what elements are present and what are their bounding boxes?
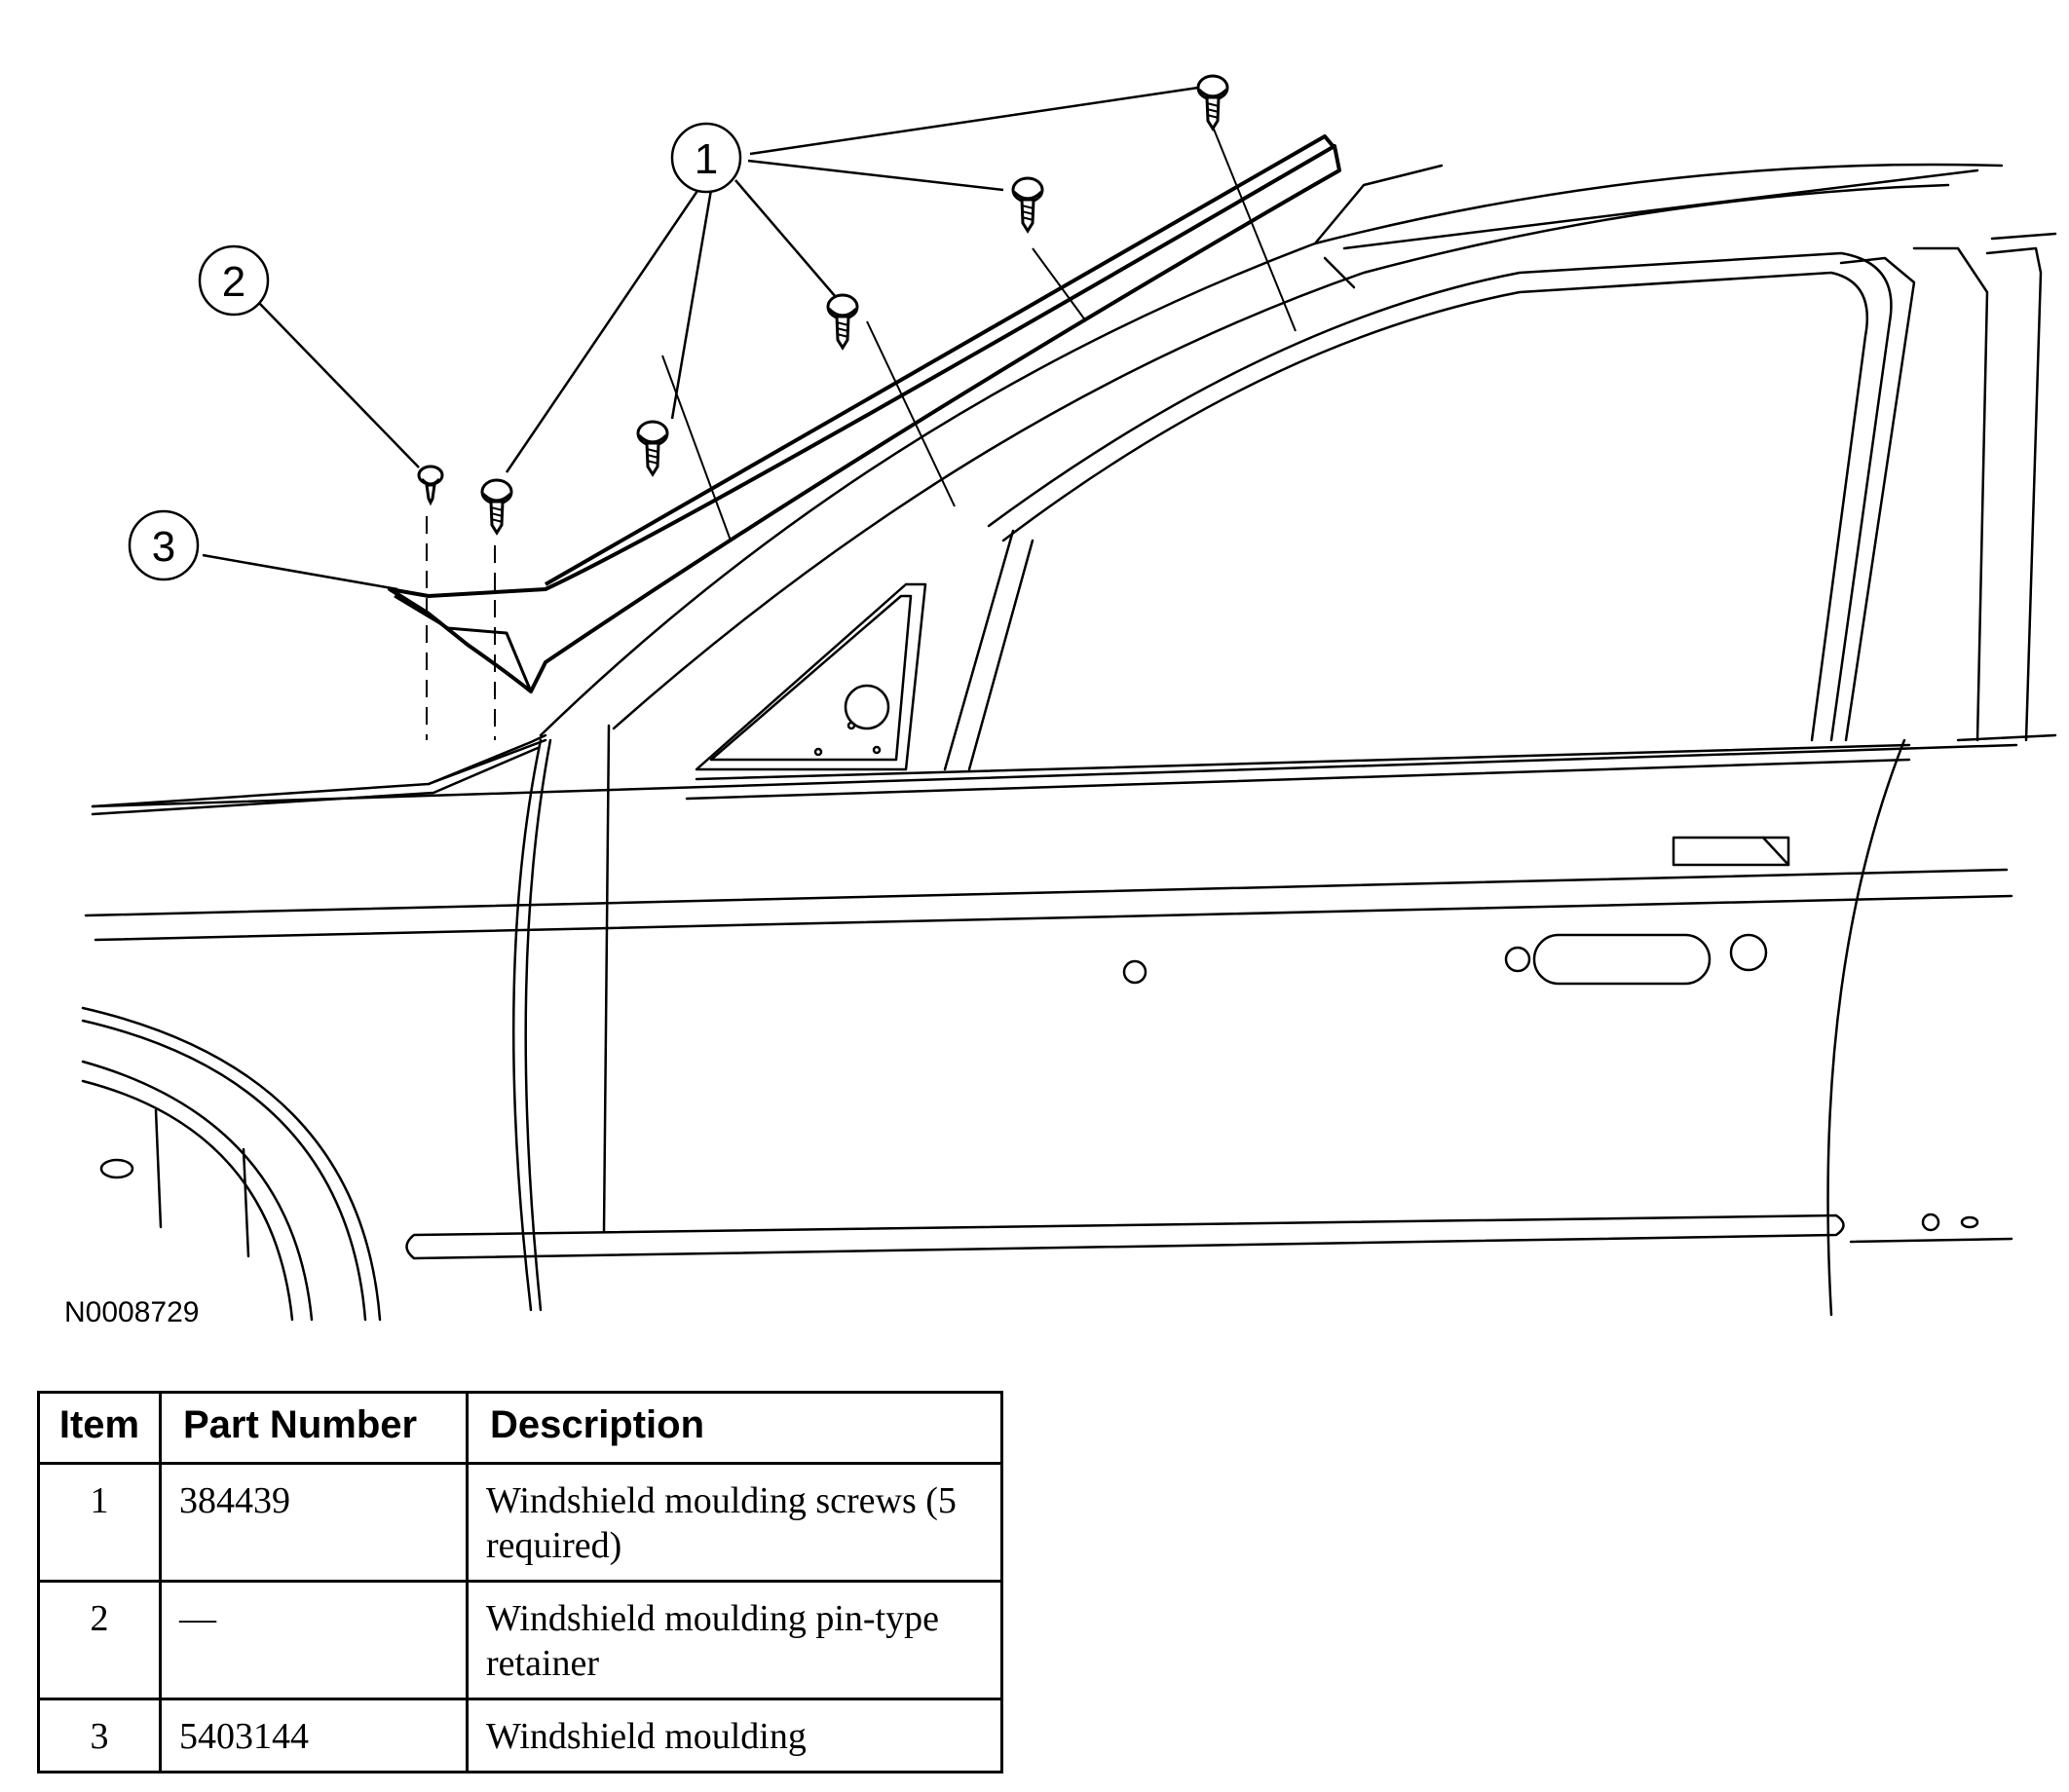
parts-table: Item Part Number Description 1 384439 Wi… bbox=[37, 1391, 1003, 1773]
header-part-number: Part Number bbox=[159, 1391, 469, 1465]
table-row: 3 5403144 Windshield moulding bbox=[37, 1698, 1003, 1773]
row-item: 2 bbox=[37, 1580, 162, 1700]
callout-1: 1 bbox=[670, 122, 742, 194]
callout-2: 2 bbox=[198, 244, 270, 317]
table-row: 2 — Windshield moulding pin-type retaine… bbox=[37, 1580, 1003, 1700]
exploded-view-diagram: 1 2 3 N0008729 bbox=[64, 74, 2057, 1328]
fastener-screws bbox=[480, 74, 1229, 535]
row-description: Windshield moulding bbox=[466, 1698, 1003, 1773]
car-body-outline bbox=[81, 163, 2057, 1322]
row-item: 1 bbox=[37, 1462, 162, 1583]
row-part-number: 5403144 bbox=[159, 1698, 469, 1773]
callout-2-label: 2 bbox=[222, 258, 245, 306]
leader-lines bbox=[202, 86, 1199, 591]
row-description: Windshield moulding screws (5 required) bbox=[466, 1462, 1003, 1583]
windshield-moulding-part bbox=[388, 134, 1341, 693]
table-header-row: Item Part Number Description bbox=[37, 1391, 1003, 1465]
header-description: Description bbox=[466, 1391, 1003, 1465]
row-part-number: 384439 bbox=[159, 1462, 469, 1583]
header-item: Item bbox=[37, 1391, 162, 1465]
callout-1-label: 1 bbox=[695, 135, 718, 183]
callout-3: 3 bbox=[128, 509, 200, 581]
figure-id: N0008729 bbox=[64, 1296, 199, 1328]
pin-type-retainer bbox=[417, 465, 444, 506]
row-part-number: — bbox=[159, 1580, 469, 1700]
row-item: 3 bbox=[37, 1698, 162, 1773]
table-row: 1 384439 Windshield moulding screws (5 r… bbox=[37, 1462, 1003, 1583]
callout-3-label: 3 bbox=[152, 523, 175, 571]
row-description: Windshield moulding pin-type retainer bbox=[466, 1580, 1003, 1700]
guide-lines bbox=[426, 126, 1297, 740]
